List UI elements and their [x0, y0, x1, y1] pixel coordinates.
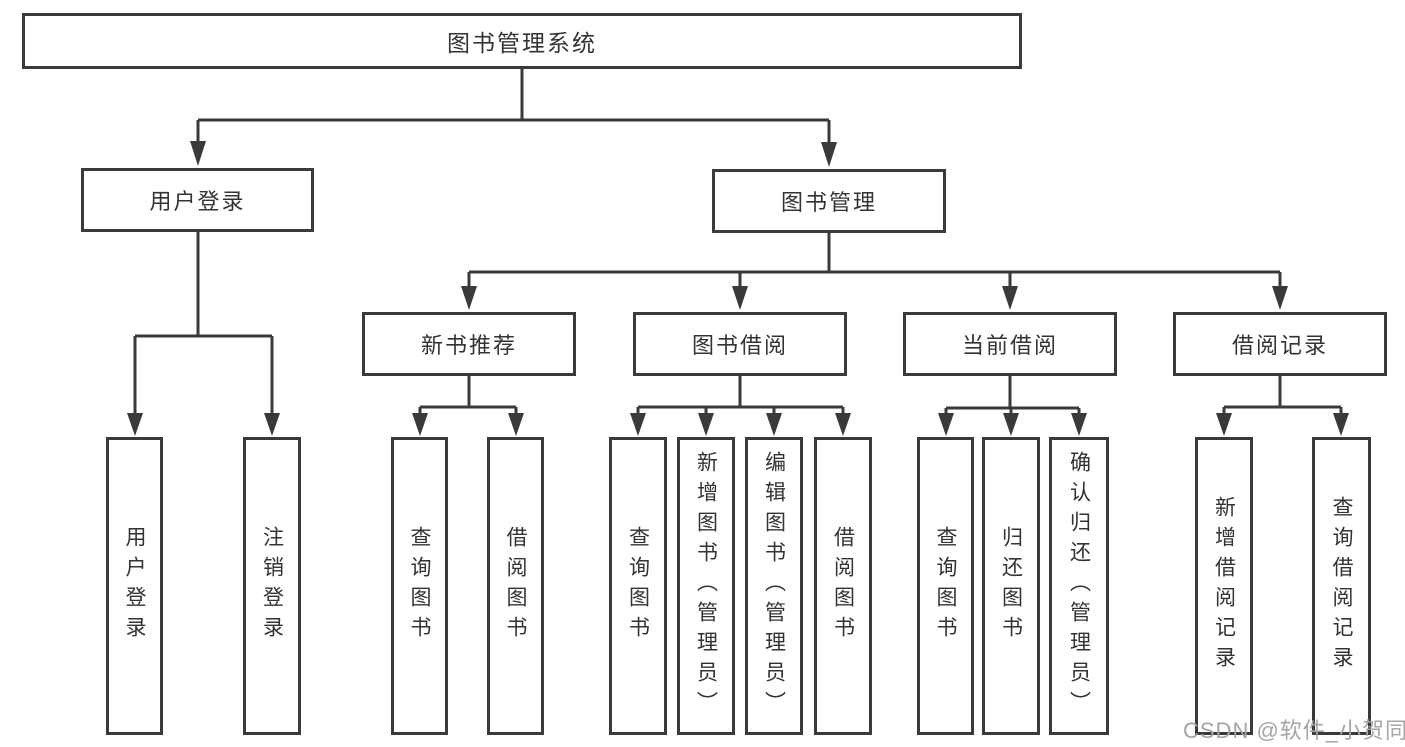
node-label: 确认归还（管理员）: [1067, 451, 1091, 721]
node-label: 用户登录: [149, 189, 246, 214]
leaf-query-books-3: 查询图书: [917, 437, 974, 735]
leaf-return-books: 归还图书: [982, 437, 1040, 735]
node-book-borrowing: 图书借阅: [633, 312, 847, 376]
leaf-confirm-return-admin: 确认归还（管理员）: [1049, 437, 1109, 735]
node-label: 图书管理系统: [447, 30, 597, 56]
leaf-query-books-1: 查询图书: [391, 437, 448, 735]
leaf-add-books-admin: 新增图书（管理员）: [677, 437, 735, 735]
node-label: 查询图书: [934, 526, 957, 646]
node-borrowing-records: 借阅记录: [1173, 312, 1387, 376]
csdn-watermark: CSDN @软件_小贺同学: [1183, 718, 1405, 743]
node-label: 图书借阅: [691, 333, 788, 358]
leaf-logout: 注销登录: [243, 437, 301, 735]
node-label: 新增借阅记录: [1212, 496, 1236, 676]
node-label: 查询图书: [408, 526, 431, 646]
leaf-borrow-books-2: 借阅图书: [814, 437, 872, 735]
node-label: 借阅记录: [1231, 333, 1328, 358]
leaf-user-login: 用户登录: [106, 437, 163, 735]
node-label: 新增图书（管理员）: [694, 451, 718, 721]
node-new-book-recommendation: 新书推荐: [362, 312, 576, 376]
node-label: 编辑图书（管理员）: [762, 451, 786, 721]
node-label: 借阅图书: [504, 526, 527, 646]
node-label: 当前借阅: [961, 333, 1058, 358]
leaf-edit-books-admin: 编辑图书（管理员）: [745, 437, 803, 735]
node-label: 用户登录: [123, 526, 146, 646]
node-label: 归还图书: [999, 526, 1023, 646]
node-current-borrowing: 当前借阅: [903, 312, 1117, 376]
leaf-borrow-books-1: 借阅图书: [487, 437, 544, 735]
node-user-login-branch: 用户登录: [81, 168, 314, 232]
node-library-management-system: 图书管理系统: [22, 13, 1022, 69]
node-label: 图书管理: [780, 190, 877, 215]
node-book-management-branch: 图书管理: [712, 169, 946, 233]
node-label: 查询借阅记录: [1330, 496, 1353, 676]
leaf-query-books-2: 查询图书: [609, 437, 667, 735]
node-label: 新书推荐: [420, 333, 517, 358]
node-label: 注销登录: [260, 526, 284, 646]
node-label: 查询图书: [626, 526, 650, 646]
leaf-query-borrow-record: 查询借阅记录: [1312, 437, 1371, 735]
node-label: 借阅图书: [831, 526, 855, 646]
leaf-add-borrow-record: 新增借阅记录: [1195, 437, 1253, 735]
